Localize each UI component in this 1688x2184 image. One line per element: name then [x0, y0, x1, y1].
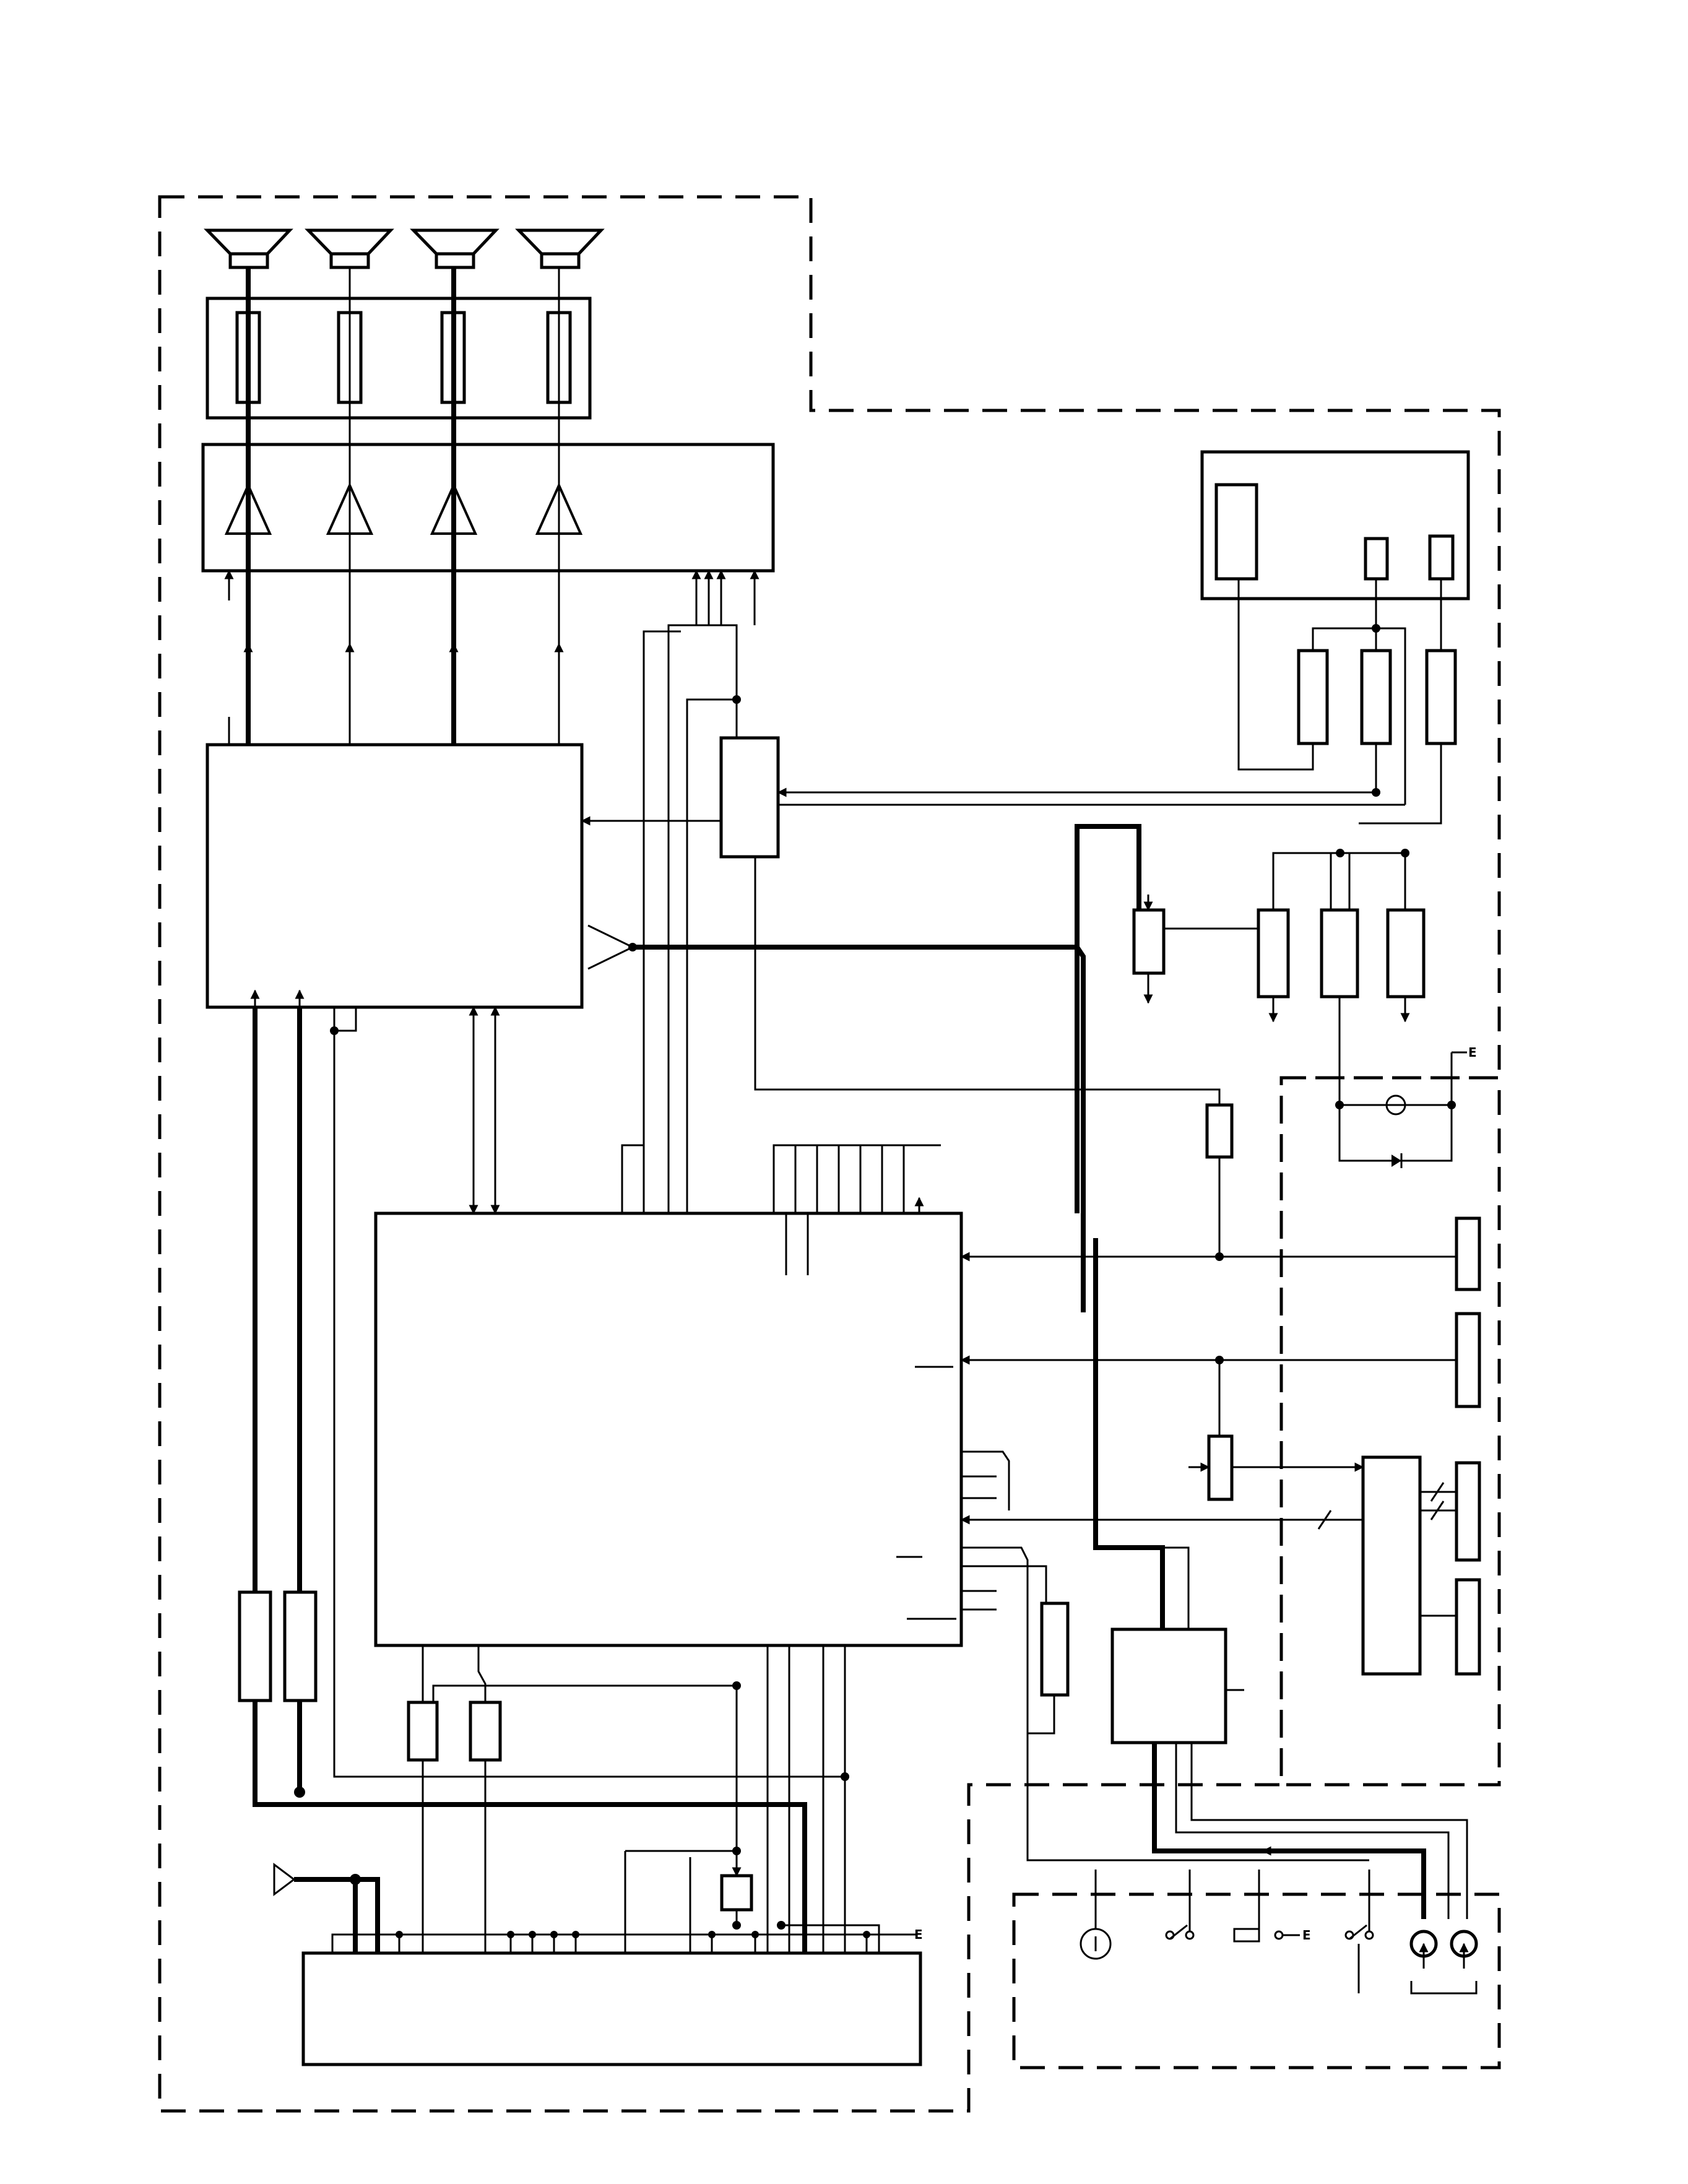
input-jack-icon: [1450, 1930, 1478, 1969]
tuner-pack-block: [301, 1951, 922, 2066]
panel-connector: [1455, 1312, 1481, 1408]
protection-block: [1205, 1103, 1234, 1159]
panel-connector: [1455, 1216, 1481, 1291]
power-supply-block: [1110, 1627, 1227, 1744]
led-icon: [1392, 1155, 1401, 1167]
tuner-resistor: [283, 1590, 318, 1702]
regulator-block: [1132, 908, 1166, 975]
tuner-resistor: [238, 1590, 272, 1702]
speaker-icon: [410, 228, 500, 269]
filter-block: [1297, 649, 1329, 745]
tuner-sub-block: [1364, 537, 1389, 581]
selector-ic-block: [719, 736, 780, 859]
tuner-module-block: [1200, 450, 1470, 600]
buffer-block: [469, 1701, 502, 1762]
connector-unit-boundary: [1012, 1892, 1501, 2069]
ground-switch-icon: [1274, 1930, 1300, 1940]
speaker-output-block: [206, 297, 592, 420]
panel-connector: [1455, 1578, 1481, 1676]
fuse-icon: [1233, 1928, 1260, 1943]
driver-block: [1320, 908, 1359, 999]
speaker-icon: [204, 228, 293, 269]
driver-block: [1257, 908, 1290, 999]
tuner-sub-block: [1214, 483, 1258, 581]
tuner-sub-block: [1428, 534, 1455, 581]
panel-connector: [1455, 1461, 1481, 1562]
power-amplifier-block: [201, 443, 775, 573]
regulator-block: [720, 1874, 753, 1912]
input-jack-icon: [1409, 1930, 1438, 1969]
buffer-block: [407, 1701, 439, 1762]
display-driver-block: [1361, 1455, 1422, 1676]
main-unit-boundary: [158, 195, 1501, 2113]
antenna-icon: [273, 1863, 296, 1896]
filter-block: [1360, 649, 1392, 745]
ground-mark: E: [1302, 1928, 1311, 1943]
audio-processor-block: [206, 743, 584, 1009]
speaker-icon: [305, 228, 394, 269]
ground-mark: E: [914, 1927, 923, 1942]
driver-block: [1386, 908, 1426, 999]
panel-unit-boundary: [1279, 1076, 1501, 1787]
reset-block: [1207, 1434, 1234, 1501]
filter-block: [1425, 649, 1457, 745]
system-controller-block: [374, 1211, 963, 1647]
lamp-icon: [1385, 1094, 1406, 1116]
eeprom-block: [1040, 1601, 1070, 1697]
ground-mark: E: [1468, 1045, 1477, 1060]
speaker-icon: [515, 228, 605, 269]
